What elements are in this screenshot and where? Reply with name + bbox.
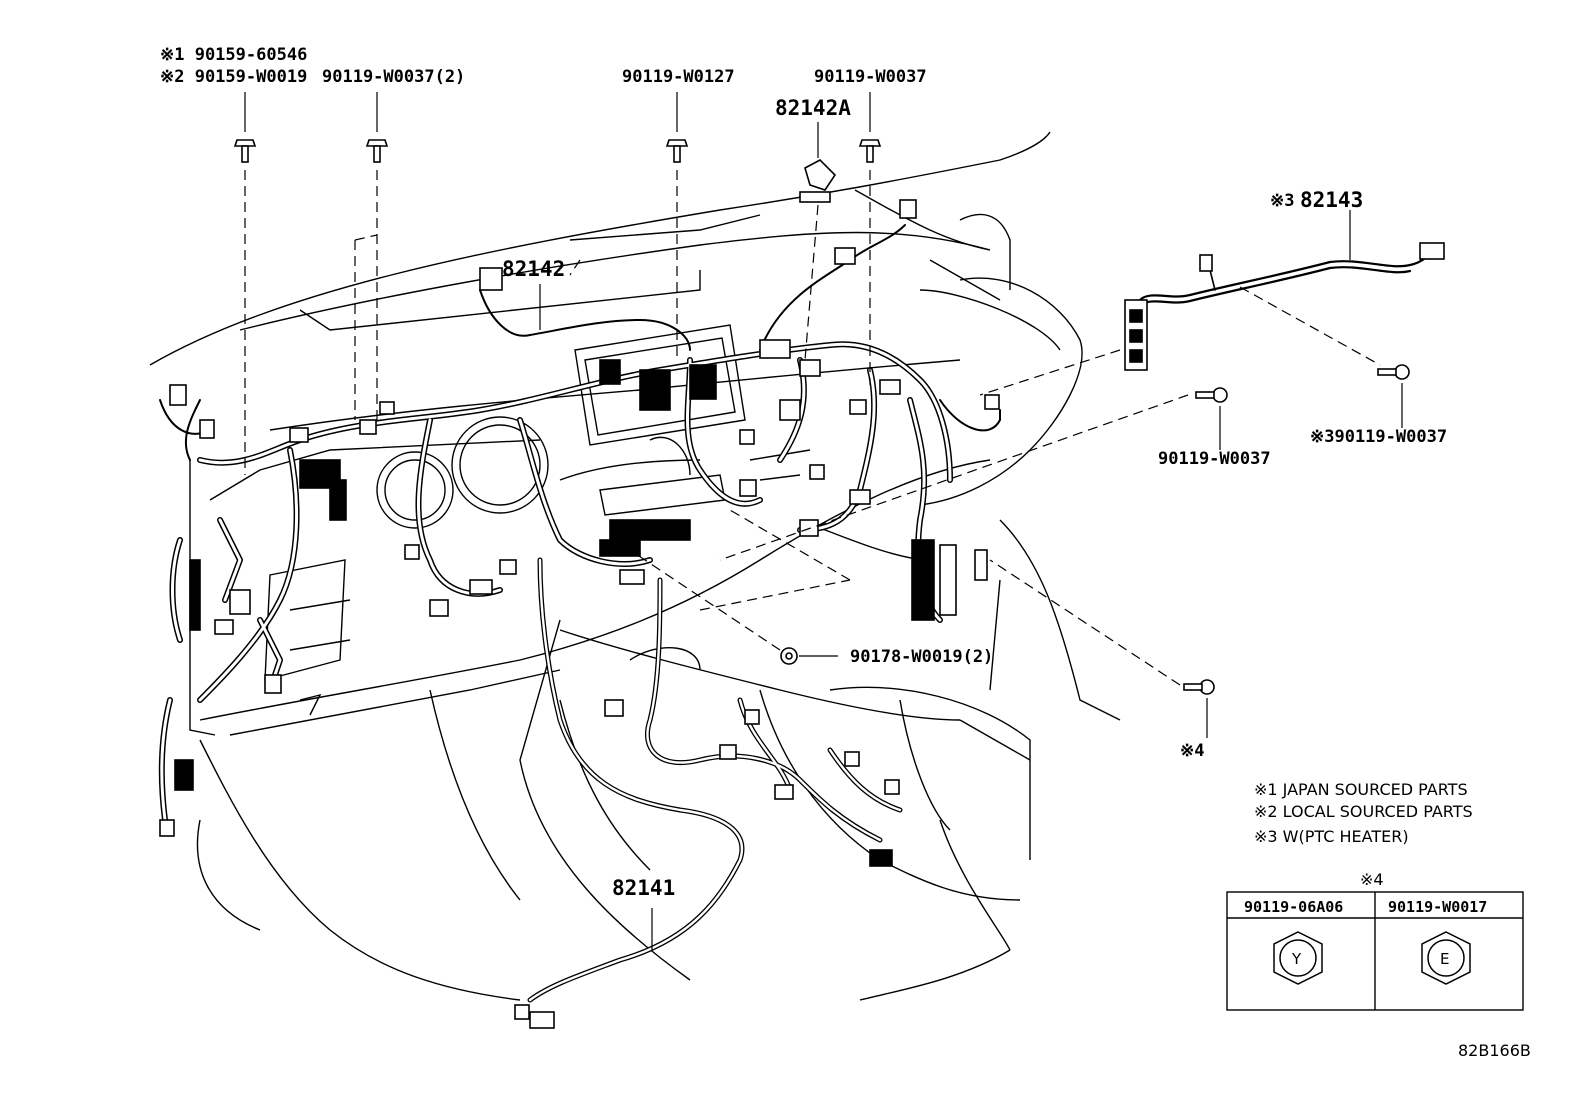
hex-bolt-head-icon xyxy=(1273,931,1323,985)
bolt-table-part-1: 90119-06A06 xyxy=(1244,898,1343,916)
diagram-code: 82B166B xyxy=(1458,1041,1531,1060)
callout-part-82142A: 82142A xyxy=(775,96,851,120)
bolt-icon xyxy=(365,139,389,163)
callout-note1-bolt: ※1 90159-60546 xyxy=(160,45,307,65)
callout-part-82141: 82141 xyxy=(612,876,675,900)
callout-bolt-side-ptc: ※390119-W0037 xyxy=(1310,427,1447,447)
callout-note2-bolt: ※2 90159-W0019 xyxy=(160,67,307,87)
callout-clip: 90178-W0019(2) xyxy=(850,647,993,667)
bolt-table-title: ※4 xyxy=(1360,870,1384,889)
callout-bolt-center: 90119-W0127 xyxy=(622,67,735,87)
bolts xyxy=(233,139,1410,695)
callout-part-82143-mark: ※3 xyxy=(1270,191,1294,211)
callout-part-82142: 82142 xyxy=(502,257,565,281)
note-ptc-heater: ※3 W(PTC HEATER) xyxy=(1254,827,1409,846)
harness-cables xyxy=(158,224,1437,1003)
callout-bolt-qty2: 90119-W0037(2) xyxy=(322,67,465,87)
note-local-sourced: ※2 LOCAL SOURCED PARTS xyxy=(1254,802,1473,821)
callout-bolt-right: 90119-W0037 xyxy=(814,67,927,87)
bolt-head-mark-1: Y xyxy=(1291,950,1302,968)
callout-part-82143: 82143 xyxy=(1300,188,1363,212)
bolt-table: ※4 90119-06A06 90119-W0017 Y E xyxy=(1226,870,1524,1011)
hex-bolt-head-icon xyxy=(1421,931,1471,985)
bolt-icon xyxy=(858,139,882,163)
bolt-icon xyxy=(1377,364,1410,380)
bolt-table-part-2: 90119-W0017 xyxy=(1388,898,1487,916)
bolt-icon xyxy=(1195,387,1228,403)
callout-bolt-side: 90119-W0037 xyxy=(1158,449,1271,469)
clip-icon xyxy=(780,647,798,665)
notes-legend: ※1 JAPAN SOURCED PARTS ※2 LOCAL SOURCED … xyxy=(1254,780,1473,846)
bolt-icon xyxy=(665,139,689,163)
note-japan-sourced: ※1 JAPAN SOURCED PARTS xyxy=(1254,780,1468,799)
guide-lines xyxy=(244,170,1381,686)
connectors xyxy=(159,159,1445,1029)
bolt-icon xyxy=(1183,679,1215,695)
callout-note4-bolt: ※4 xyxy=(1180,741,1204,761)
bolt-icon xyxy=(233,139,257,163)
leader-lines xyxy=(244,92,1403,950)
callout-labels: ※1 90159-60546 ※2 90159-W0019 90119-W003… xyxy=(160,45,1447,900)
bolt-head-mark-2: E xyxy=(1440,950,1449,968)
